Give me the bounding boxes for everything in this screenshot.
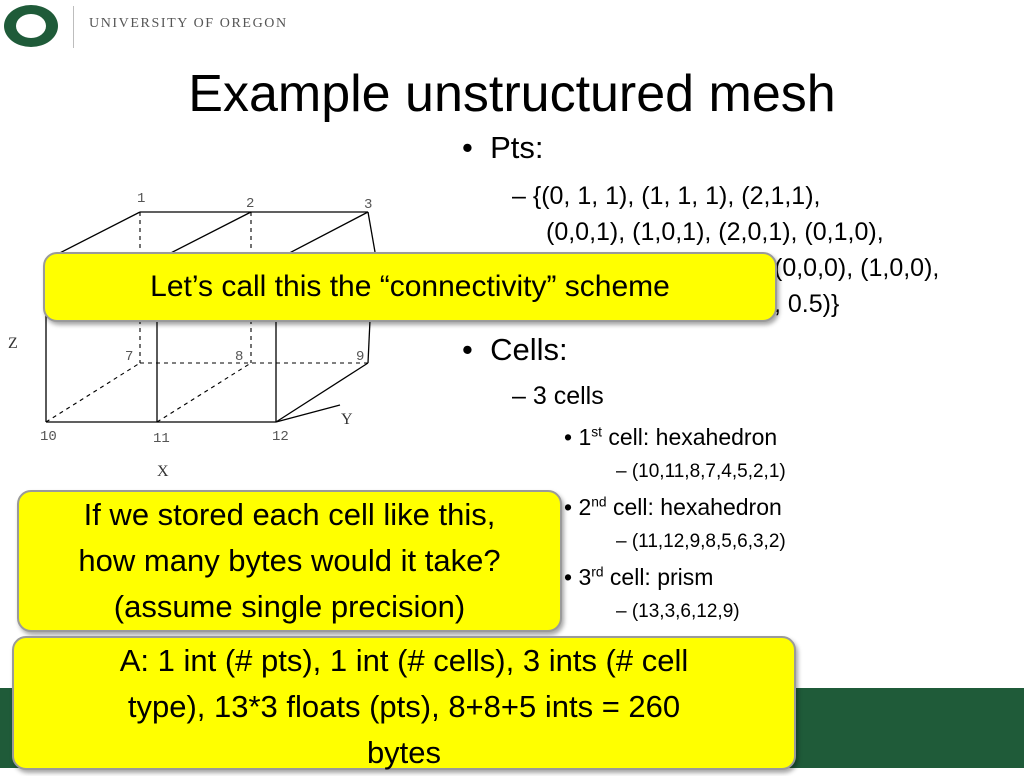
cell-3-ordinal: 3 bbox=[578, 564, 592, 590]
cell-2-heading: • 2nd cell: hexahedron bbox=[564, 494, 782, 521]
question-callout: If we stored each cell like this, how ma… bbox=[17, 490, 562, 632]
edge-y-axis-diag bbox=[275, 404, 341, 423]
cell-1-connectivity: – (10,11,8,7,4,5,2,1) bbox=[616, 461, 786, 482]
oregon-o-logo bbox=[4, 5, 58, 47]
node-label-9: 9 bbox=[356, 349, 364, 365]
cell-1-heading: • 1st cell: hexahedron bbox=[564, 424, 777, 451]
header-divider bbox=[73, 6, 74, 48]
cell-3-connectivity: – (13,3,6,12,9) bbox=[616, 601, 740, 622]
pts-line-4: , 0.5)} bbox=[774, 290, 840, 318]
pts-label: Pts: bbox=[490, 130, 544, 165]
axis-label-x: X bbox=[157, 463, 169, 480]
pts-line-3: (0,0,0), (1,0,0), bbox=[774, 254, 940, 282]
mesh-diagram: 1 2 3 7 8 9 10 11 12 Z X Y bbox=[8, 191, 376, 480]
cell-3-suffix: rd bbox=[591, 564, 604, 580]
node-label-11: 11 bbox=[153, 431, 170, 447]
bullet-dot: • bbox=[564, 424, 579, 450]
footer-notch bbox=[800, 640, 1024, 688]
edge-right-back-top bbox=[367, 211, 376, 253]
bullet-pts: • Pts: bbox=[462, 130, 544, 166]
hidden-edge-diag-10-7 bbox=[45, 362, 141, 423]
cell-1-ordinal: 1 bbox=[578, 424, 592, 450]
cell-2-suffix: nd bbox=[591, 494, 607, 510]
cell-1-suffix: st bbox=[591, 424, 602, 440]
node-label-12: 12 bbox=[272, 429, 289, 445]
answer-line-2: type), 13*3 floats (pts), 8+8+5 ints = 2… bbox=[127, 689, 681, 724]
node-label-1: 1 bbox=[137, 191, 145, 207]
question-line-3: (assume single precision) bbox=[113, 589, 466, 624]
node-label-7: 7 bbox=[125, 349, 133, 365]
cell-2-type: cell: hexahedron bbox=[606, 494, 782, 520]
university-name: UNIVERSITY OF OREGON bbox=[89, 16, 288, 31]
axis-label-z: Z bbox=[8, 335, 18, 352]
pts-line-2: (0,0,1), (1,0,1), (2,0,1), (0,1,0), bbox=[546, 218, 884, 246]
header-bar: UNIVERSITY OF OREGON bbox=[0, 0, 1024, 52]
pts-line-1: – {(0, 1, 1), (1, 1, 1), (2,1,1), bbox=[512, 182, 821, 210]
answer-callout: A: 1 int (# pts), 1 int (# cells), 3 int… bbox=[12, 636, 796, 770]
bullet-dot: • bbox=[462, 332, 491, 367]
bullet-cells: • Cells: bbox=[462, 332, 568, 368]
edge-right-back-vertical bbox=[367, 319, 371, 364]
answer-line-1: A: 1 int (# pts), 1 int (# cells), 3 int… bbox=[119, 643, 689, 678]
bullet-dot: • bbox=[462, 130, 491, 165]
cell-2-ordinal: 2 bbox=[578, 494, 592, 520]
slide-title: Example unstructured mesh bbox=[188, 65, 836, 123]
answer-line-3: bytes bbox=[366, 735, 442, 770]
cell-3-type: cell: prism bbox=[603, 564, 714, 590]
cell-3-heading: • 3rd cell: prism bbox=[564, 564, 713, 591]
bullet-dot: • bbox=[564, 494, 579, 520]
edge-bottom-right-diag bbox=[275, 362, 369, 423]
hidden-edge-diag-11-8 bbox=[156, 362, 252, 423]
cells-label: Cells: bbox=[490, 332, 568, 367]
question-line-2: how many bytes would it take? bbox=[78, 543, 501, 578]
cell-1-type: cell: hexahedron bbox=[601, 424, 778, 450]
bullet-dot: • bbox=[564, 564, 579, 590]
cells-count: – 3 cells bbox=[512, 382, 604, 410]
node-label-8: 8 bbox=[235, 349, 243, 365]
cell-2-connectivity: – (11,12,9,8,5,6,3,2) bbox=[616, 531, 786, 552]
question-line-1: If we stored each cell like this, bbox=[83, 497, 496, 532]
connectivity-callout: Let’s call this the “connectivity” schem… bbox=[43, 252, 777, 322]
axis-label-y: Y bbox=[341, 411, 353, 428]
node-label-3: 3 bbox=[364, 197, 372, 213]
node-label-10: 10 bbox=[40, 429, 57, 445]
node-label-2: 2 bbox=[246, 196, 254, 212]
